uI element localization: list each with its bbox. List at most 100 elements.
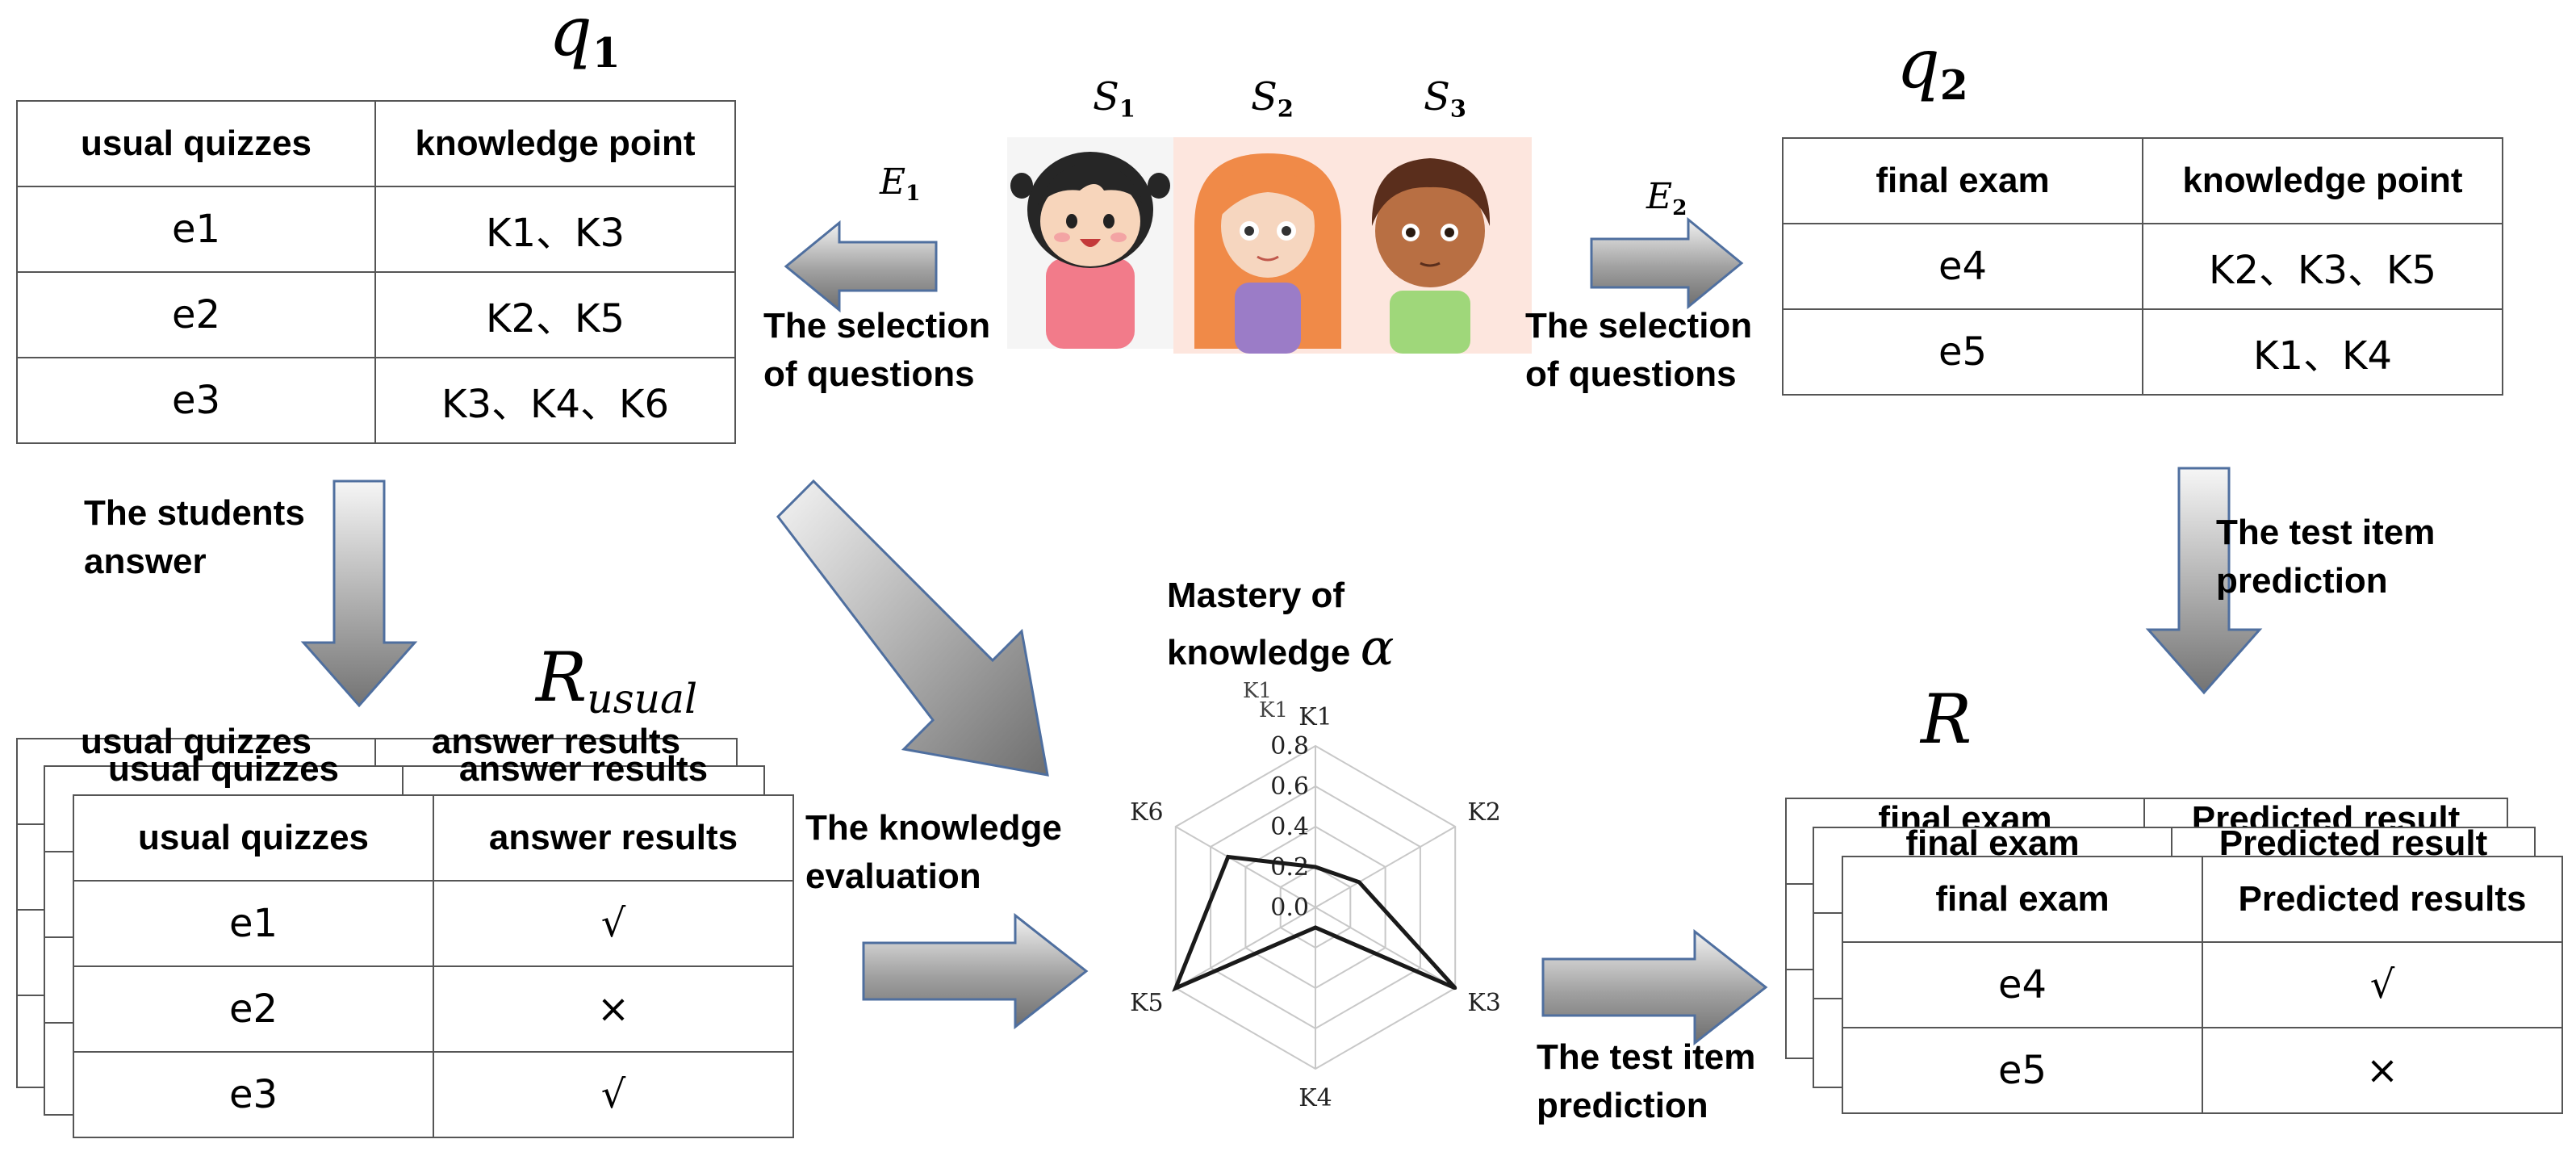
cell-quiz: e2 [73, 965, 434, 1053]
label-selection-left: The selection of questions [763, 302, 990, 399]
radar-ghost-label: K1 [1259, 698, 1288, 722]
label-test-item-prediction-bottom: The test item prediction [1537, 1033, 1755, 1130]
label-line: of questions [1525, 354, 1737, 394]
radar-category-label: K1 [1298, 703, 1332, 731]
label-line: The selection [763, 306, 991, 346]
student-3-avatar [1371, 158, 1491, 354]
label-line: prediction [1537, 1086, 1708, 1125]
header-knowledge-point: knowledge point [374, 100, 736, 187]
label-line: The selection [1525, 306, 1753, 346]
cell-result: × [2202, 1027, 2563, 1114]
cell-quiz: e3 [16, 357, 376, 444]
radar-point [1226, 855, 1230, 859]
table-row: e4 K2、K3、K5 [1782, 223, 2503, 310]
back-header: answer results [431, 722, 681, 761]
back-header: answer results [458, 749, 709, 789]
header-predicted-results: Predicted results [2202, 856, 2563, 943]
label-test-item-prediction-top: The test item prediction [2216, 509, 2435, 605]
r-usual-symbol: Rusual [536, 638, 698, 723]
usual-quizzes-knowledge-table: usual quizzes knowledge point e1 K1、K3 e… [16, 100, 736, 444]
label-selection-right: The selection of questions [1525, 302, 1752, 399]
radar-spoke [1315, 826, 1456, 908]
cell-quiz: e2 [16, 271, 376, 358]
label-mastery: Mastery of knowledge α [1167, 570, 1394, 679]
label-line: prediction [2216, 561, 2388, 601]
arrow-left-selection [784, 220, 938, 313]
radar-ticks: 0.00.20.40.60.8 [1270, 732, 1309, 922]
table-row: e5 × [1842, 1027, 2563, 1114]
s1-symbol: S1 [1093, 74, 1135, 123]
cell-exam: e4 [1782, 223, 2143, 310]
arrow-right-knowledge-evaluation [862, 912, 1089, 1030]
q1-symbol: q1 [549, 0, 621, 77]
table-row: e5 K1、K4 [1782, 308, 2503, 396]
final-exam-knowledge-table: final exam knowledge point e4 K2、K3、K5 e… [1782, 137, 2503, 396]
header-usual-quizzes: usual quizzes [73, 794, 434, 882]
header-usual-quizzes: usual quizzes [16, 100, 376, 187]
cell-knowledge: K2、K5 [374, 271, 736, 358]
table-row: e3 K3、K4、K6 [16, 357, 736, 444]
radar-category-label: K6 [1130, 798, 1164, 827]
header-final-exam: final exam [1782, 137, 2143, 224]
radar-category-label: K4 [1298, 1084, 1332, 1112]
back-header: usual quizzes [107, 749, 340, 789]
radar-point [1314, 865, 1317, 869]
q2-symbol: q2 [1896, 24, 1968, 110]
cell-result: × [433, 965, 794, 1053]
s2-symbol: S2 [1251, 74, 1294, 123]
arrow-down-students-answer [300, 480, 418, 708]
cell-result: √ [433, 880, 794, 967]
radar-category-label: K2 [1467, 798, 1501, 827]
r-symbol: R [1921, 680, 1972, 759]
label-line: answer [84, 542, 207, 581]
arrow-down-test-prediction [2145, 467, 2263, 695]
radar-spoke [1315, 907, 1456, 989]
label-line: evaluation [805, 857, 981, 896]
radar-point [1173, 986, 1177, 990]
radar-point [1357, 880, 1361, 884]
arrow-diagonal-knowledge [776, 479, 1049, 777]
cell-result: √ [2202, 941, 2563, 1028]
label-students-answer: The students answer [84, 489, 305, 586]
radar-category-label: K5 [1130, 989, 1164, 1017]
label-line: Mastery of [1167, 576, 1345, 615]
cell-knowledge: K2、K3、K5 [2142, 223, 2503, 310]
table-row: e2 × [73, 965, 794, 1053]
final-predicted-table: final exam Predicted results e4 √ e5 × [1842, 856, 2563, 1114]
label-line: of questions [763, 354, 975, 394]
cell-knowledge: K3、K4、K6 [374, 357, 736, 444]
back-header: usual quizzes [80, 722, 312, 761]
cell-quiz: e3 [73, 1051, 434, 1138]
arrow-right-test-prediction [1541, 928, 1768, 1046]
label-knowledge-evaluation: The knowledge evaluation [805, 804, 1062, 901]
header-answer-results: answer results [433, 794, 794, 882]
cell-exam: e4 [1842, 941, 2203, 1028]
label-line: The knowledge [805, 808, 1062, 848]
table-row: e1 √ [73, 880, 794, 967]
label-line: The students [84, 493, 305, 533]
radar-spoke [1175, 826, 1316, 908]
student-2-avatar [1194, 153, 1341, 354]
label-line: The test item [2216, 513, 2436, 552]
table-row: e3 √ [73, 1051, 794, 1138]
students-illustration [1007, 137, 1532, 354]
radar-point [1314, 926, 1317, 929]
arrow-right-selection [1590, 216, 1744, 310]
e1-symbol: E1 [880, 161, 921, 206]
radar-tick-label: 0.4 [1270, 813, 1309, 841]
cell-exam: e5 [1842, 1027, 2203, 1114]
table-row: e2 K2、K5 [16, 271, 736, 358]
label-line: knowledge α [1167, 618, 1395, 676]
radar-ghost-label: K1 [1243, 679, 1272, 703]
cell-knowledge: K1、K3 [374, 186, 736, 273]
radar-tick-label: 0.6 [1270, 773, 1309, 801]
cell-exam: e5 [1782, 308, 2143, 396]
cell-result: √ [433, 1051, 794, 1138]
radar-tick-label: 0.0 [1270, 894, 1309, 922]
header-final-exam: final exam [1842, 856, 2203, 943]
radar-spoke [1175, 907, 1316, 989]
radar-tick-label: 0.8 [1270, 732, 1309, 760]
cell-quiz: e1 [73, 880, 434, 967]
header-knowledge-point: knowledge point [2142, 137, 2503, 224]
